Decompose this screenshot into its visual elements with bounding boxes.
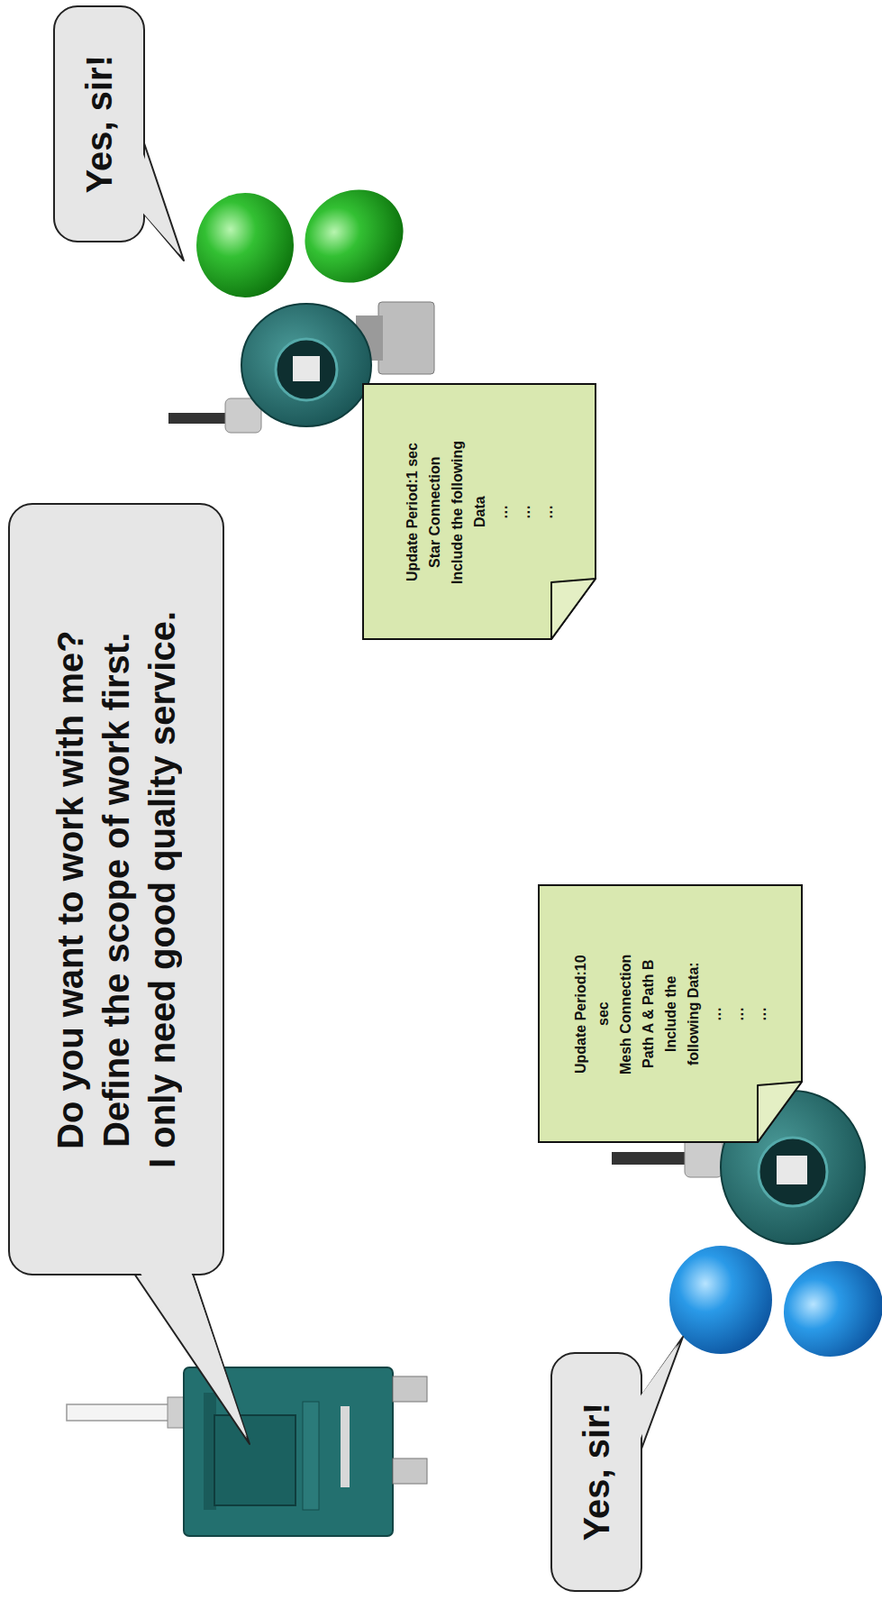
note-card: Update Period:1 secStar ConnectionInclud… <box>362 382 597 640</box>
note-text: Include the following Data: <box>659 942 705 1085</box>
note-text: … <box>491 504 514 519</box>
green-drops <box>196 172 420 301</box>
speech-text: I only need good quality service. <box>139 610 186 1168</box>
note-text: Update Period:1 sec <box>400 442 424 582</box>
note-text: Mesh Connection <box>614 953 637 1073</box>
note-text: … <box>727 1006 750 1021</box>
speech-text: Define the scope of work first. <box>93 631 140 1146</box>
speech-text: Yes, sir! <box>77 54 121 193</box>
note-text: … <box>749 1006 773 1021</box>
speech-bubble: Yes, sir! <box>53 5 146 243</box>
note-text: Update Period:10 sec <box>569 942 615 1085</box>
note-text: Path A & Path B <box>636 958 660 1068</box>
note-text: Include the following Data <box>445 431 492 592</box>
blue-drops <box>669 1242 882 1374</box>
speech-bubble: Yes, sir! <box>550 1351 643 1592</box>
speech-text: Do you want to work with me? <box>47 629 94 1149</box>
gateway-device <box>66 1366 428 1536</box>
note-card: Update Period:10 secMesh ConnectionPath … <box>537 883 803 1143</box>
speech-bubble: Do you want to work with me?Define the s… <box>8 502 225 1275</box>
note-text: … <box>536 504 559 519</box>
note-text: … <box>704 1006 728 1021</box>
note-text: … <box>513 504 537 519</box>
speech-text: Yes, sir! <box>574 1401 619 1540</box>
note-text: Star Connection <box>423 455 446 568</box>
